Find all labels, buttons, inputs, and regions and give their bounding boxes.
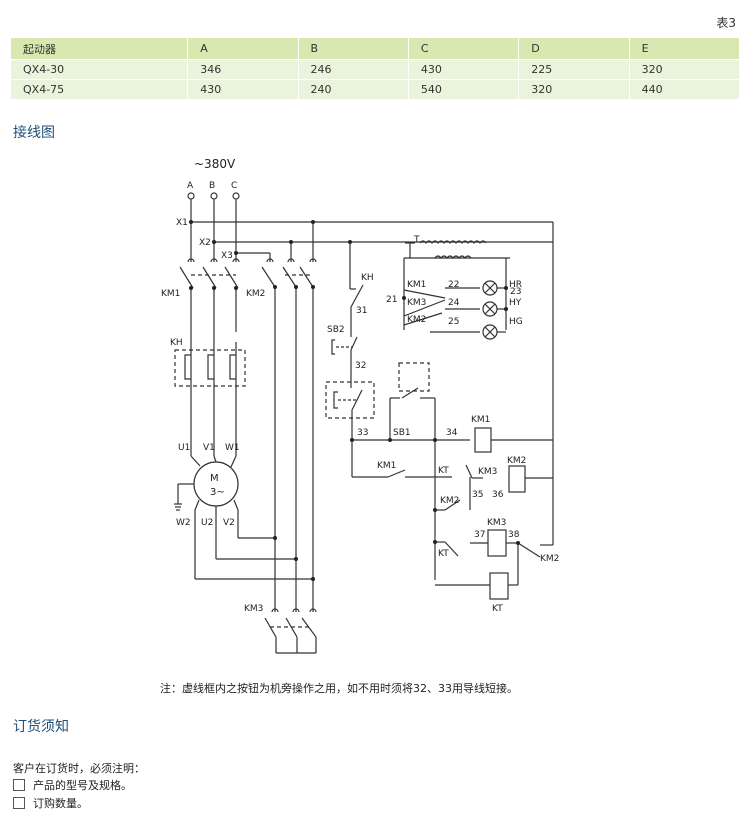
header-cell: A: [188, 38, 298, 59]
transformer-t-label: T: [413, 235, 420, 245]
w1-label: W1: [225, 443, 240, 453]
spec-table: 起动器 A B C D E QX4-30 346 246 430 225 320…: [10, 38, 740, 99]
checkbox-icon: [13, 779, 25, 791]
motor-m-label: M: [210, 473, 219, 484]
header-cell: 起动器: [11, 38, 188, 59]
km2-coil-label: KM2: [507, 456, 526, 466]
table-cell: 320: [519, 79, 629, 99]
table-row: QX4-75 430 240 540 320 440: [11, 79, 739, 99]
hr-label: HR: [509, 280, 522, 290]
km1-lamp-label: KM1: [407, 280, 426, 290]
order-intro: 客户在订货时，必须注明：: [13, 762, 145, 775]
node-23-label: 23: [510, 287, 521, 297]
table-cell: 430: [188, 79, 298, 99]
x3-label: X3: [221, 251, 233, 261]
sb2-label: SB2: [327, 325, 345, 335]
wiring-diagram-title: 接线图: [13, 125, 55, 141]
kt-delay-label: KT: [438, 549, 449, 559]
hy-label: HY: [509, 298, 522, 308]
km2-nc-label: KM2: [540, 554, 559, 564]
node-36-label: 36: [492, 490, 504, 500]
diagram-note: 注：虚线框内之按钮为机旁操作之用，如不用时须将32、33用导线短接。: [160, 682, 518, 695]
x1-label: X1: [176, 218, 188, 228]
table-header-row: 起动器 A B C D E: [11, 38, 739, 59]
order-item-label: 产品的型号及规格。: [33, 779, 132, 792]
checkbox-icon: [13, 797, 25, 809]
km1-main-label: KM1: [161, 289, 180, 299]
hg-label: HG: [509, 317, 523, 327]
node-33-label: 33: [357, 428, 368, 438]
motor-3-label: 3~: [210, 487, 225, 498]
v2-label: V2: [223, 518, 235, 528]
km3-main-label: KM3: [244, 604, 263, 614]
table-cell: 440: [629, 79, 739, 99]
node-34-label: 34: [446, 428, 458, 438]
node-32-label: 32: [355, 361, 366, 371]
table-caption: 表3: [716, 16, 736, 30]
wiring-diagram: ~380V A B C X1 X2 X3 KM1 KM2 KH U1 V1 W1…: [161, 157, 559, 654]
table-cell: 240: [298, 79, 408, 99]
node-31-label: 31: [356, 306, 367, 316]
node-22-label: 22: [448, 280, 459, 290]
node-25-label: 25: [448, 317, 459, 327]
order-notice-title: 订货须知: [13, 719, 69, 735]
kh-control-label: KH: [361, 273, 374, 283]
km3-nc-label: KM3: [478, 467, 497, 477]
header-cell: B: [298, 38, 408, 59]
km1-aux-label: KM1: [377, 461, 396, 471]
table-row: QX4-30 346 246 430 225 320: [11, 59, 739, 79]
phase-a-label: A: [187, 181, 194, 191]
sb1-label: SB1: [393, 428, 411, 438]
x2-label: X2: [199, 238, 211, 248]
u2-label: U2: [201, 518, 213, 528]
node-37-label: 37: [474, 530, 485, 540]
table-cell: 246: [298, 59, 408, 79]
km3-lamp-label: KM3: [407, 298, 426, 308]
v1-label: V1: [203, 443, 215, 453]
header-cell: D: [519, 38, 629, 59]
km3-coil-label: KM3: [487, 518, 506, 528]
header-cell: C: [408, 38, 519, 59]
kt-contact-label: KT: [438, 466, 449, 476]
km1-coil-label: KM1: [471, 415, 490, 425]
w2-label: W2: [176, 518, 191, 528]
table-cell: QX4-30: [11, 59, 188, 79]
header-cell: E: [629, 38, 739, 59]
voltage-label: ~380V: [194, 157, 236, 171]
table-cell: 540: [408, 79, 519, 99]
km2-lamp-label: KM2: [407, 315, 426, 325]
order-item-label: 订购数量。: [33, 797, 88, 810]
node-24-label: 24: [448, 298, 460, 308]
table-cell: 320: [629, 59, 739, 79]
phase-b-label: B: [209, 181, 215, 191]
table-cell: 346: [188, 59, 298, 79]
u1-label: U1: [178, 443, 190, 453]
order-item: 产品的型号及规格。: [13, 777, 132, 793]
km2-aux-label: KM2: [440, 496, 459, 506]
table-cell: 225: [519, 59, 629, 79]
node-21-label: 21: [386, 295, 397, 305]
phase-c-label: C: [231, 181, 237, 191]
order-item: 订购数量。: [13, 795, 88, 811]
node-38-label: 38: [508, 530, 520, 540]
node-35-label: 35: [472, 490, 483, 500]
kh-main-label: KH: [170, 338, 183, 348]
kt-coil-label: KT: [492, 604, 503, 614]
table-cell: QX4-75: [11, 79, 188, 99]
km2-main-label: KM2: [246, 289, 265, 299]
table-cell: 430: [408, 59, 519, 79]
